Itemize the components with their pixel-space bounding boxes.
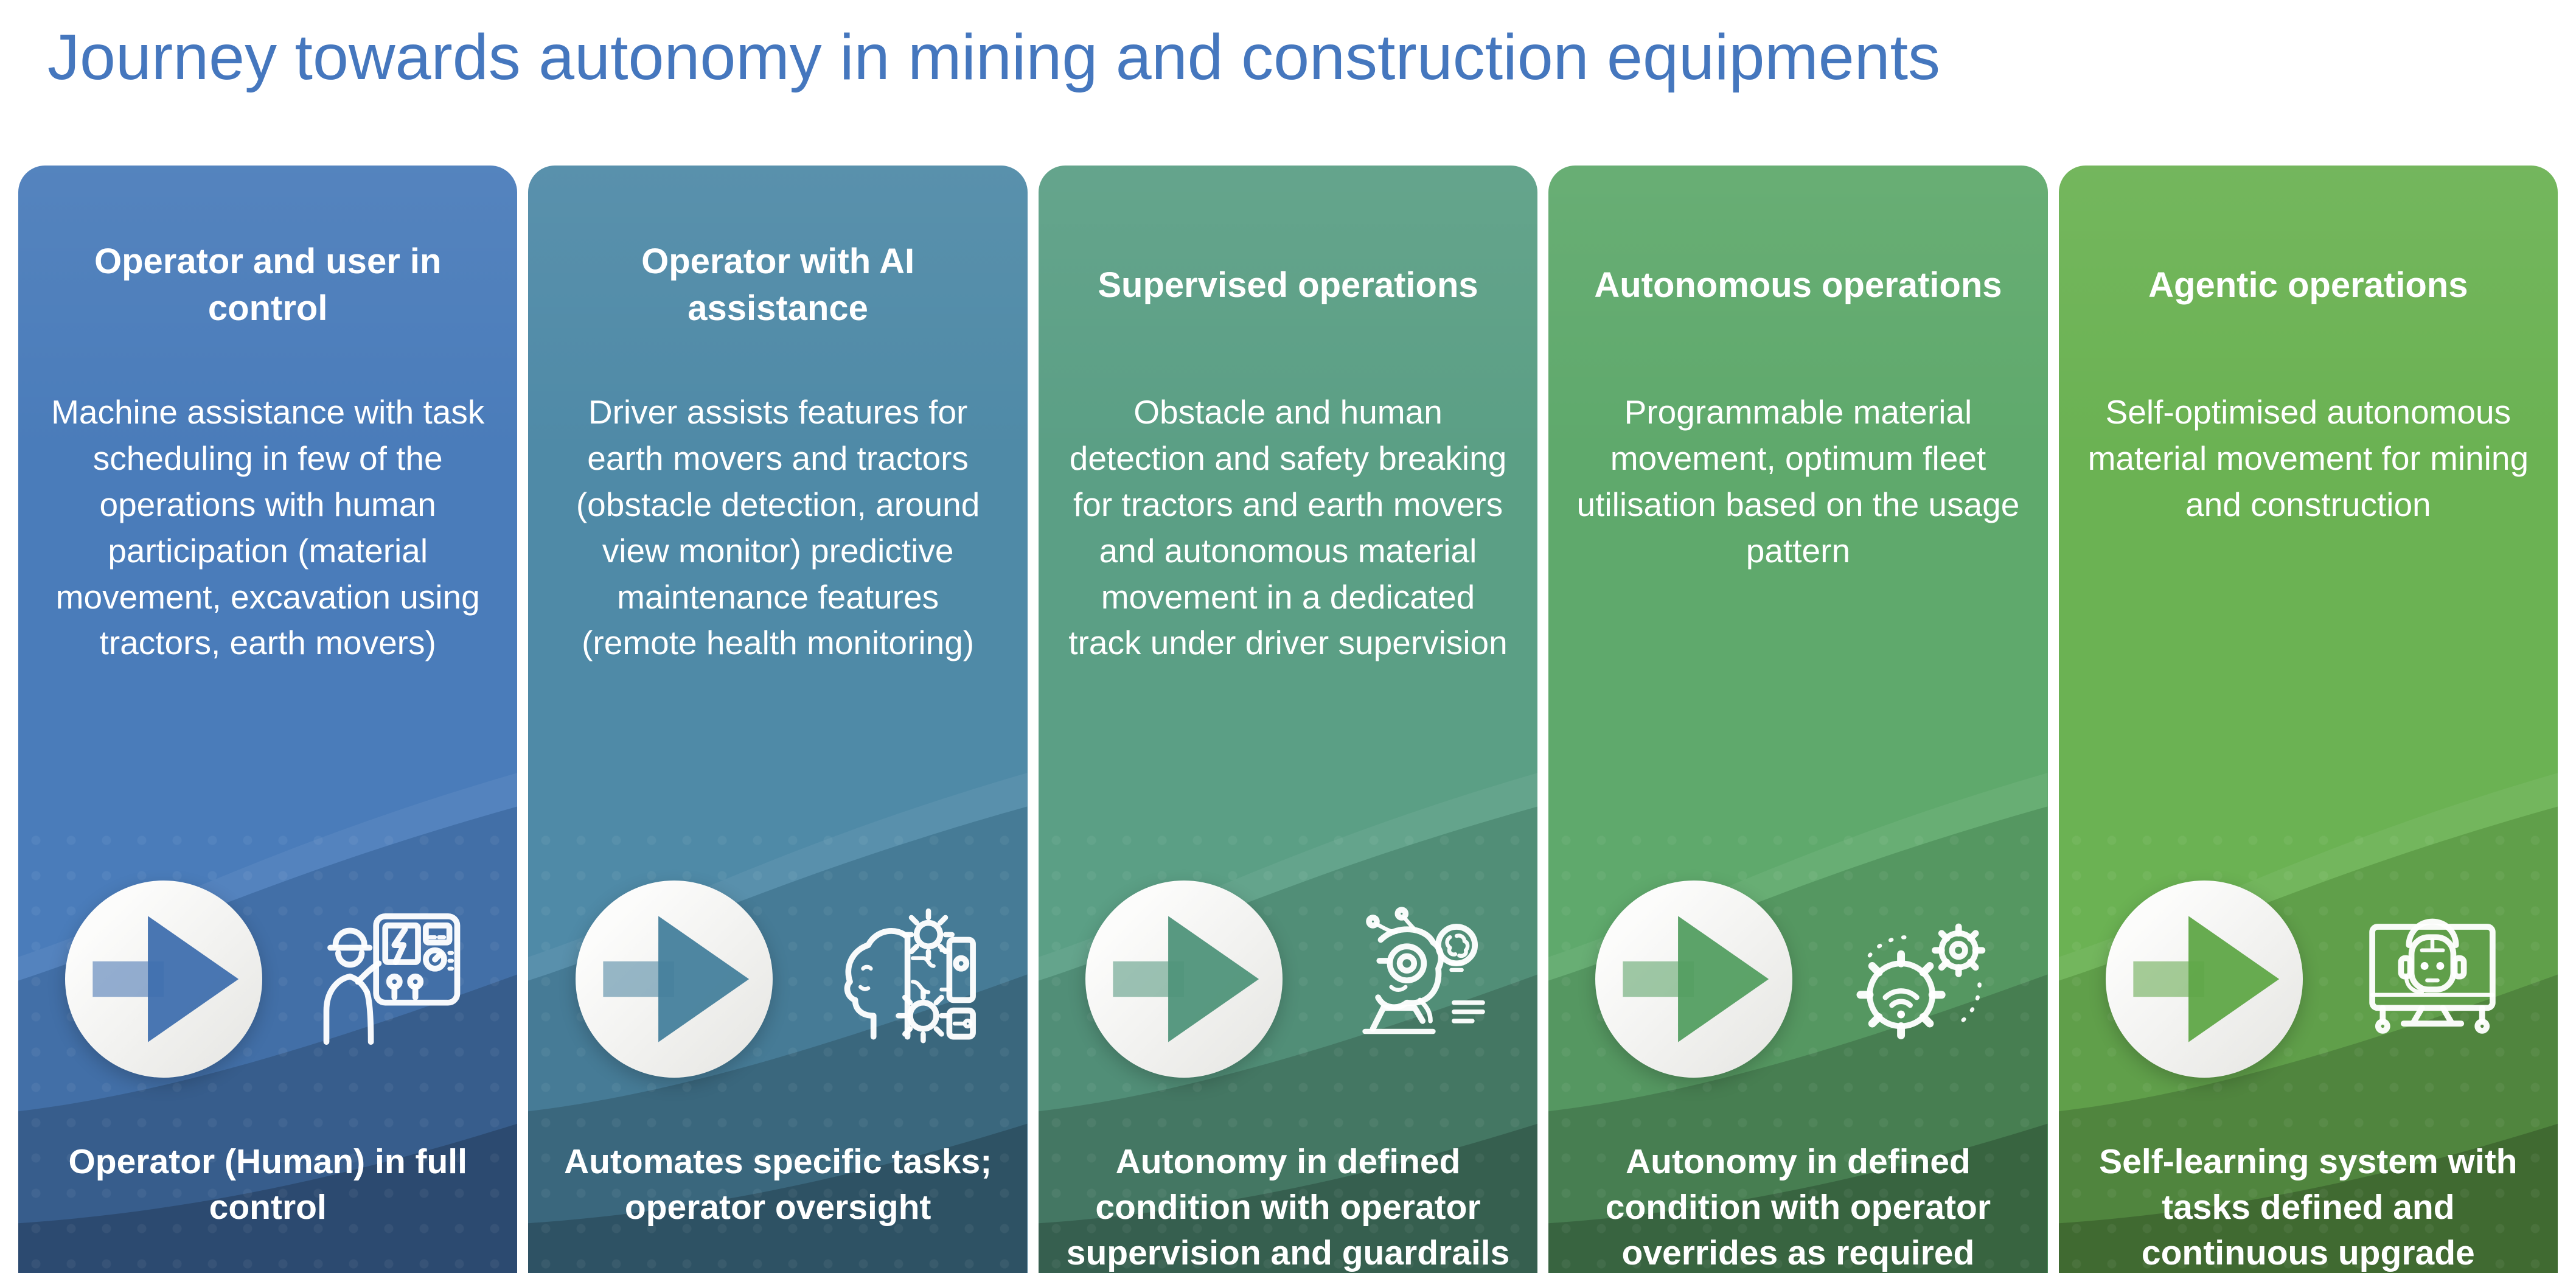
stage-icon-row — [2059, 876, 2558, 1083]
arrow-right-icon — [1085, 881, 1283, 1078]
stage-icon-row — [1039, 876, 1537, 1083]
wave-background — [528, 773, 1028, 1273]
arrow-right-icon — [65, 881, 263, 1078]
stage-description: Driver assists features for earth movers… — [576, 393, 980, 662]
stage-description: Self-optimised autonomous material movem… — [2087, 393, 2529, 523]
stages-row: Operator and user in control Machine ass… — [18, 166, 2558, 1273]
stage-description: Machine assistance with task scheduling … — [51, 393, 485, 662]
worker-control-panel-icon — [313, 901, 470, 1058]
stage-heading: Agentic operations — [2148, 265, 2468, 305]
stage-card-agentic-operations: Agentic operations Self-optimised autono… — [2058, 166, 2558, 1273]
stage-caption: Automates specific tasks; operator overs… — [563, 1142, 992, 1227]
arrow-right-icon — [575, 881, 773, 1078]
stage-heading: Operator with AI assistance — [641, 242, 915, 328]
human-ai-gears-icon — [824, 901, 981, 1058]
stage-card-operator-with-ai: Operator with AI assistance Driver assis… — [528, 166, 1028, 1273]
ai-robot-monitor-icon — [2354, 901, 2511, 1058]
arrow-right-icon — [2105, 881, 2303, 1078]
gears-wifi-icon — [1843, 901, 2000, 1058]
stage-caption: Autonomy in defined condition with opera… — [1066, 1142, 1510, 1273]
stage-card-autonomous-operations: Autonomous operations Programmable mater… — [1548, 166, 2048, 1273]
stage-heading: Supervised operations — [1098, 265, 1478, 305]
wave-background — [2058, 773, 2558, 1273]
arrow-right-icon — [1595, 881, 1793, 1078]
stage-heading: Autonomous operations — [1594, 265, 2002, 305]
stage-card-operator-in-control: Operator and user in control Machine ass… — [18, 166, 518, 1273]
stage-description: Programmable material movement, optimum … — [1576, 393, 2020, 570]
stage-caption: Autonomy in defined condition with opera… — [1605, 1142, 1991, 1273]
stage-icon-row — [1548, 876, 2047, 1083]
stage-caption: Operator (Human) in full control — [68, 1142, 467, 1227]
stage-icon-row — [18, 876, 517, 1083]
robot-brain-laptop-icon — [1334, 901, 1491, 1058]
stage-icon-row — [528, 876, 1027, 1083]
stage-caption: Self-learning system with tasks defined … — [2099, 1142, 2518, 1273]
page-title: Journey towards autonomy in mining and c… — [47, 21, 1941, 93]
stage-card-supervised-operations: Supervised operations Obstacle and human… — [1038, 166, 1538, 1273]
stage-heading: Operator and user in control — [94, 242, 442, 328]
stage-description: Obstacle and human detection and safety … — [1068, 393, 1508, 662]
wave-background — [1548, 773, 2048, 1273]
